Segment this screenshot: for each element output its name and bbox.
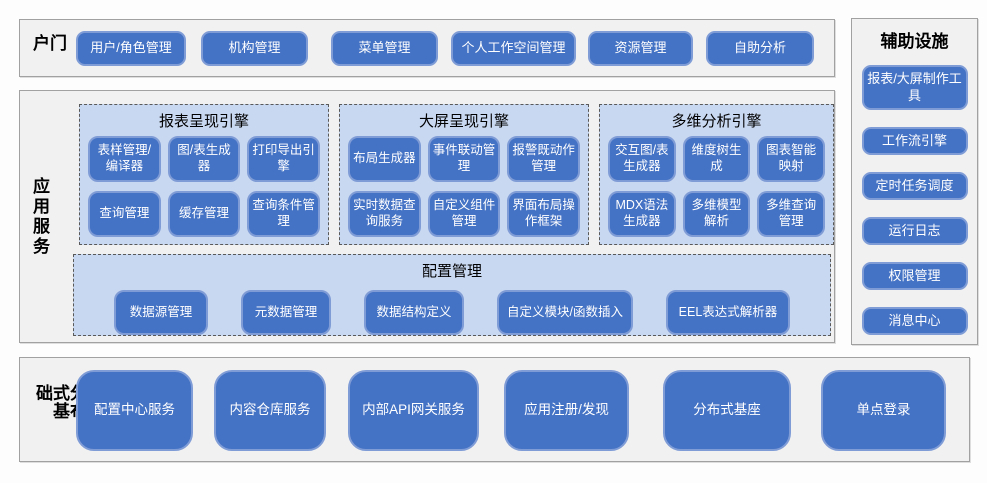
aux-facilities-section: 辅助设施 报表/大屏制作工具 工作流引擎 定时任务调度 运行日志 权限管理 消息… [851,18,978,345]
engine-group-bigscreen-title: 大屏呈现引擎 [418,113,509,130]
engine-group-report-grid: 表样管理/编译器 图/表生成器 打印导出引擎 查询管理 缓存管理 查询条件管理 [80,131,328,245]
config-mgmt-title: 配置管理 [421,263,482,280]
btn-custom-module-function-insert: 自定义模块/函数插入 [497,290,633,335]
portal-button-personal-workspace-mgmt: 个人工作空间管理 [451,31,576,66]
btn-content-repository-service: 内容仓库服务 [214,370,326,451]
engine-group-olap: 多维分析引擎 交互图/表生成器 维度树生成 图表智能映射 MDX语法生成器 多维… [599,104,834,245]
btn-realtime-data-query-service: 实时数据查询服务 [348,191,421,237]
btn-app-registration-discovery: 应用注册/发现 [504,370,629,451]
portal-button-user-role-mgmt: 用户/角色管理 [76,31,186,66]
btn-multidim-model-parsing: 多维模型解析 [682,191,751,237]
btn-config-center-service: 配置中心服务 [76,370,193,451]
engine-group-bigscreen: 大屏呈现引擎 布局生成器 事件联动管理 报警既动作管理 实时数据查询服务 自定义… [339,104,589,245]
portal-button-org-mgmt: 机构管理 [201,31,308,66]
btn-table-style-compiler: 表样管理/编译器 [88,136,161,182]
btn-datasource-mgmt: 数据源管理 [114,290,208,335]
btn-query-condition-mgmt: 查询条件管理 [247,191,320,237]
btn-dimension-tree-generation: 维度树生成 [682,136,751,182]
engine-group-report-title: 报表呈现引擎 [158,113,249,130]
btn-data-structure-definition: 数据结构定义 [364,290,464,335]
btn-ui-layout-framework: 界面布局操作框架 [507,191,580,237]
btn-eel-expression-parser: EEL表达式解析器 [666,290,790,335]
btn-single-sign-on: 单点登录 [821,370,946,451]
aux-facilities-title: 辅助设施 [880,32,949,51]
btn-chart-table-generator: 图/表生成器 [167,136,241,182]
config-mgmt-panel: 配置管理 数据源管理 元数据管理 数据结构定义 自定义模块/函数插入 EEL表达… [73,254,831,336]
app-services-section-label: 应用服务 [30,176,49,257]
btn-run-log: 运行日志 [861,217,968,245]
btn-interactive-chart-generator: 交互图/表生成器 [608,136,676,182]
portal-section-label: 门户 [30,34,66,55]
btn-report-bigscreen-authoring-tool: 报表/大屏制作工具 [861,65,968,110]
btn-alarm-action-mgmt: 报警既动作管理 [507,136,580,182]
btn-message-center: 消息中心 [861,307,968,335]
btn-cache-mgmt: 缓存管理 [167,191,241,237]
engine-group-olap-title: 多维分析引擎 [671,113,762,130]
btn-layout-generator: 布局生成器 [348,136,421,182]
app-services-section: 应用服务 报表呈现引擎 表样管理/编译器 图/表生成器 打印导出引擎 查询管理 … [19,90,835,343]
btn-workflow-engine: 工作流引擎 [861,127,968,155]
btn-event-linkage-mgmt: 事件联动管理 [427,136,501,182]
portal-button-resource-mgmt: 资源管理 [588,31,693,66]
btn-print-export-engine: 打印导出引擎 [247,136,320,182]
btn-metadata-mgmt: 元数据管理 [241,290,331,335]
btn-internal-api-gateway-service: 内部API网关服务 [348,370,479,451]
engine-group-report: 报表呈现引擎 表样管理/编译器 图/表生成器 打印导出引擎 查询管理 缓存管理 … [79,104,329,245]
portal-section: 门户 用户/角色管理 机构管理 菜单管理 个人工作空间管理 资源管理 自助分析 [19,19,835,77]
portal-button-self-service-analysis: 自助分析 [706,31,814,66]
btn-multidim-query-mgmt: 多维查询管理 [757,191,825,237]
btn-permission-mgmt: 权限管理 [861,262,968,290]
engine-group-olap-grid: 交互图/表生成器 维度树生成 图表智能映射 MDX语法生成器 多维模型解析 多维… [600,131,833,245]
btn-custom-component-mgmt: 自定义组件管理 [427,191,501,237]
btn-scheduled-task-dispatch: 定时任务调度 [861,172,968,200]
engine-group-bigscreen-grid: 布局生成器 事件联动管理 报警既动作管理 实时数据查询服务 自定义组件管理 界面… [340,131,588,245]
btn-chart-smart-mapping: 图表智能映射 [757,136,825,182]
portal-button-menu-mgmt: 菜单管理 [331,31,438,66]
foundation-section: 分布式基础 配置中心服务 内容仓库服务 内部API网关服务 应用注册/发现 分布… [19,357,970,462]
btn-mdx-syntax-generator: MDX语法生成器 [608,191,676,237]
config-mgmt-row: 数据源管理 元数据管理 数据结构定义 自定义模块/函数插入 EEL表达式解析器 [74,290,830,335]
btn-query-mgmt: 查询管理 [88,191,161,237]
btn-distributed-base: 分布式基座 [663,370,791,451]
